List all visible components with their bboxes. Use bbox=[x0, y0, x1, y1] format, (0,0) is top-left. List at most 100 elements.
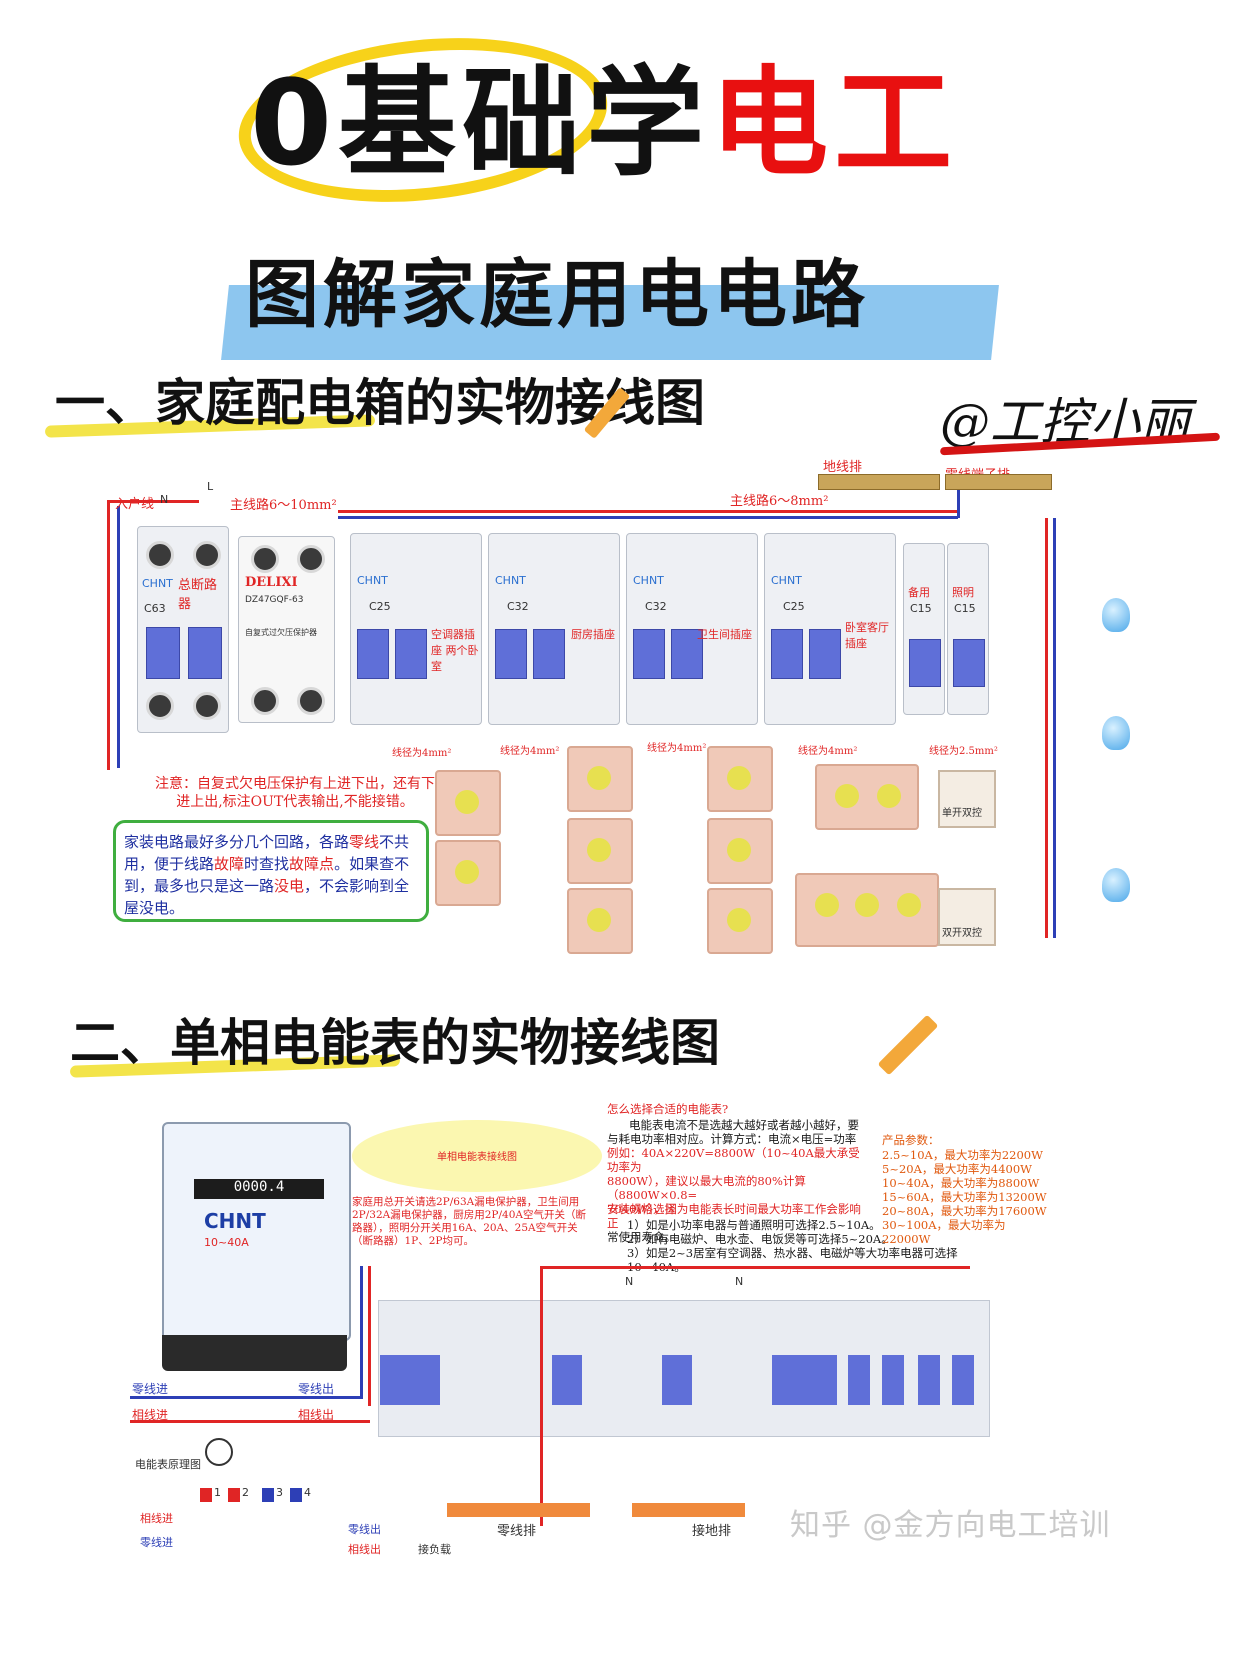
spec-line: 20~80A，最大功率为17600W bbox=[882, 1204, 1047, 1218]
breaker-handle bbox=[771, 629, 803, 679]
brand-label: CHNT bbox=[495, 574, 526, 587]
meter-coil-icon bbox=[205, 1438, 233, 1466]
breaker-handle bbox=[772, 1355, 837, 1405]
product-spec-list: 2.5~10A，最大功率为2200W 5~20A，最大功率为4400W 10~4… bbox=[882, 1148, 1052, 1246]
voltage-protector: DELIXI DZ47GQF-63 自复式过欠压保护器 bbox=[238, 536, 335, 723]
phase-in-wire bbox=[130, 1420, 370, 1423]
watermark: 知乎 @金方向电工培训 bbox=[790, 1508, 1111, 1543]
title-bubble bbox=[352, 1120, 602, 1192]
pencil-icon bbox=[877, 1014, 939, 1076]
terminal-screw bbox=[193, 541, 221, 569]
install-spec-title: 安装规格选择 bbox=[607, 1202, 676, 1216]
terminal-1 bbox=[200, 1488, 212, 1502]
breaker-handle bbox=[809, 629, 841, 679]
distribution-box-diagram: 入户线 N L 主线路6～10mm² 主线路6～8mm² 地线排 零线端子排 C… bbox=[95, 460, 1140, 1008]
meter-answer: 电能表电流不是选越大越好或者越小越好，要 与耗电功率相对应。计算方式：电流×电压… bbox=[607, 1118, 867, 1244]
phase-out-label-2: 相线出 bbox=[348, 1543, 381, 1556]
neutral-bar-label: 零线排 bbox=[497, 1524, 537, 1539]
main-breaker: CHNT 总断路器 C63 bbox=[137, 526, 229, 733]
rating-label: C15 bbox=[954, 602, 976, 615]
terminal-screw bbox=[297, 545, 325, 573]
bubble-title: 单相电能表接线图 bbox=[437, 1152, 517, 1163]
note-highlight: 没电 bbox=[274, 877, 305, 895]
answer-line: 与耗电功率相对应。计算方式：电流×电压=功率 bbox=[607, 1132, 857, 1146]
spec-line: 5~20A，最大功率为4400W bbox=[882, 1162, 1032, 1176]
wire-gauge-label: 线径为2.5mm² bbox=[929, 746, 998, 757]
neutral-in-label: 零线进 bbox=[132, 1382, 169, 1396]
note-highlight: 故障 bbox=[214, 855, 245, 873]
breaker-handle bbox=[533, 629, 565, 679]
neutral-wire bbox=[360, 1266, 363, 1396]
main-wire-label-2: 主线路6～8mm² bbox=[730, 494, 829, 509]
breaker-handle bbox=[188, 627, 222, 679]
product-spec-title: 产品参数： bbox=[882, 1133, 940, 1147]
phase-wire bbox=[107, 500, 110, 770]
terminal-number: 2 bbox=[242, 1486, 249, 1499]
meter-display: 0000.4 bbox=[194, 1179, 324, 1199]
lighting-label: 照明 bbox=[952, 586, 974, 599]
neutral-terminal-bar bbox=[945, 474, 1052, 490]
wire-gauge-label: 线径为4mm² bbox=[647, 743, 707, 754]
breaker-handle bbox=[633, 629, 665, 679]
load-label: 接负载 bbox=[418, 1543, 451, 1556]
wall-socket bbox=[567, 818, 633, 884]
neutral-out-label-2: 零线出 bbox=[348, 1523, 381, 1536]
note-text: 家装电路最好多分几个回路，各路 bbox=[124, 833, 350, 851]
branch-breaker-bedroom: CHNT C25 卧室客厅 插座 bbox=[764, 533, 896, 725]
brand-label: CHNT bbox=[357, 574, 388, 587]
phase-in-label: 相线进 bbox=[132, 1408, 169, 1422]
main-rcbo-handle bbox=[380, 1355, 440, 1405]
wall-socket bbox=[567, 746, 633, 812]
branch-breaker-ac: CHNT C25 空调器插座 两个卧室 bbox=[350, 533, 482, 725]
branch-breaker-bathroom: CHNT C32 卫生间插座 bbox=[626, 533, 758, 725]
principle-diagram-title: 电能表原理图 bbox=[135, 1458, 201, 1471]
terminal-4 bbox=[290, 1488, 302, 1502]
title-red-part: 电工 bbox=[710, 54, 959, 192]
rating-label: C15 bbox=[910, 602, 932, 615]
terminal-screw bbox=[146, 541, 174, 569]
circuit-advice-box: 家装电路最好多分几个回路，各路零线不共用，便于线路故障时查找故障点。如果查不到，… bbox=[113, 820, 429, 922]
terminal-2 bbox=[228, 1488, 240, 1502]
breaker-handle bbox=[953, 639, 985, 687]
terminal-screw bbox=[146, 692, 174, 720]
wire-gauge-label: 线径为4mm² bbox=[392, 748, 452, 759]
main-neutral-bus bbox=[338, 516, 958, 519]
double-switch bbox=[938, 888, 996, 946]
single-switch-label: 单开双控 bbox=[942, 808, 982, 819]
kitchen-socket-label: 厨房插座 bbox=[571, 628, 615, 641]
note-highlight: 故障点 bbox=[289, 855, 335, 873]
answer-line: 7040W），因为电能表长时间最大功率工作会影响正 bbox=[607, 1202, 861, 1230]
spec-line: 30~100A，最大功率为22000W bbox=[882, 1218, 1006, 1246]
wire-gauge-label: 线径为4mm² bbox=[500, 746, 560, 757]
note-text: 。如果查不到，最多也只是这一路 bbox=[124, 855, 410, 895]
note-highlight: 零线 bbox=[349, 833, 380, 851]
terminal-number: 1 bbox=[214, 1486, 221, 1499]
meter-rating: 10~40A bbox=[204, 1236, 249, 1249]
section2-heading: 二、单相电能表的实物接线图 bbox=[70, 1014, 720, 1072]
wall-socket bbox=[435, 840, 501, 906]
spec-line: 2.5~10A，最大功率为2200W bbox=[882, 1148, 1043, 1162]
rating-label: C32 bbox=[507, 600, 529, 613]
breaker-handle bbox=[357, 629, 389, 679]
breaker-handle bbox=[918, 1355, 940, 1405]
neutral-bar bbox=[447, 1503, 590, 1517]
neutral-in-label-2: 零线进 bbox=[140, 1536, 173, 1549]
rating-label: C63 bbox=[144, 602, 166, 615]
incoming-line-label: 入户线 bbox=[115, 497, 155, 512]
answer-line: 8800W），建议以最大电流的80%计算（8800W×0.8= bbox=[607, 1174, 806, 1202]
n-mark: N bbox=[735, 1275, 744, 1288]
spare-label: 备用 bbox=[908, 586, 930, 599]
note-text: 时查找 bbox=[244, 855, 290, 873]
meter-brand: CHNT bbox=[204, 1209, 266, 1233]
rating-label: C25 bbox=[783, 600, 805, 613]
breaker-handle bbox=[848, 1355, 870, 1405]
protector-label: 自复式过欠压保护器 bbox=[245, 628, 317, 637]
install-line: 2）如有电磁炉、电水壶、电饭煲等可选择5~20A。 bbox=[627, 1232, 893, 1246]
branch-breaker-lighting: 照明 C15 bbox=[947, 543, 989, 715]
lighting-phase-wire bbox=[1045, 518, 1048, 938]
terminal-screw bbox=[193, 692, 221, 720]
wall-socket bbox=[707, 818, 773, 884]
neutral-wire bbox=[957, 488, 960, 518]
breaker-handle bbox=[952, 1355, 974, 1405]
brand-label: CHNT bbox=[142, 577, 173, 590]
